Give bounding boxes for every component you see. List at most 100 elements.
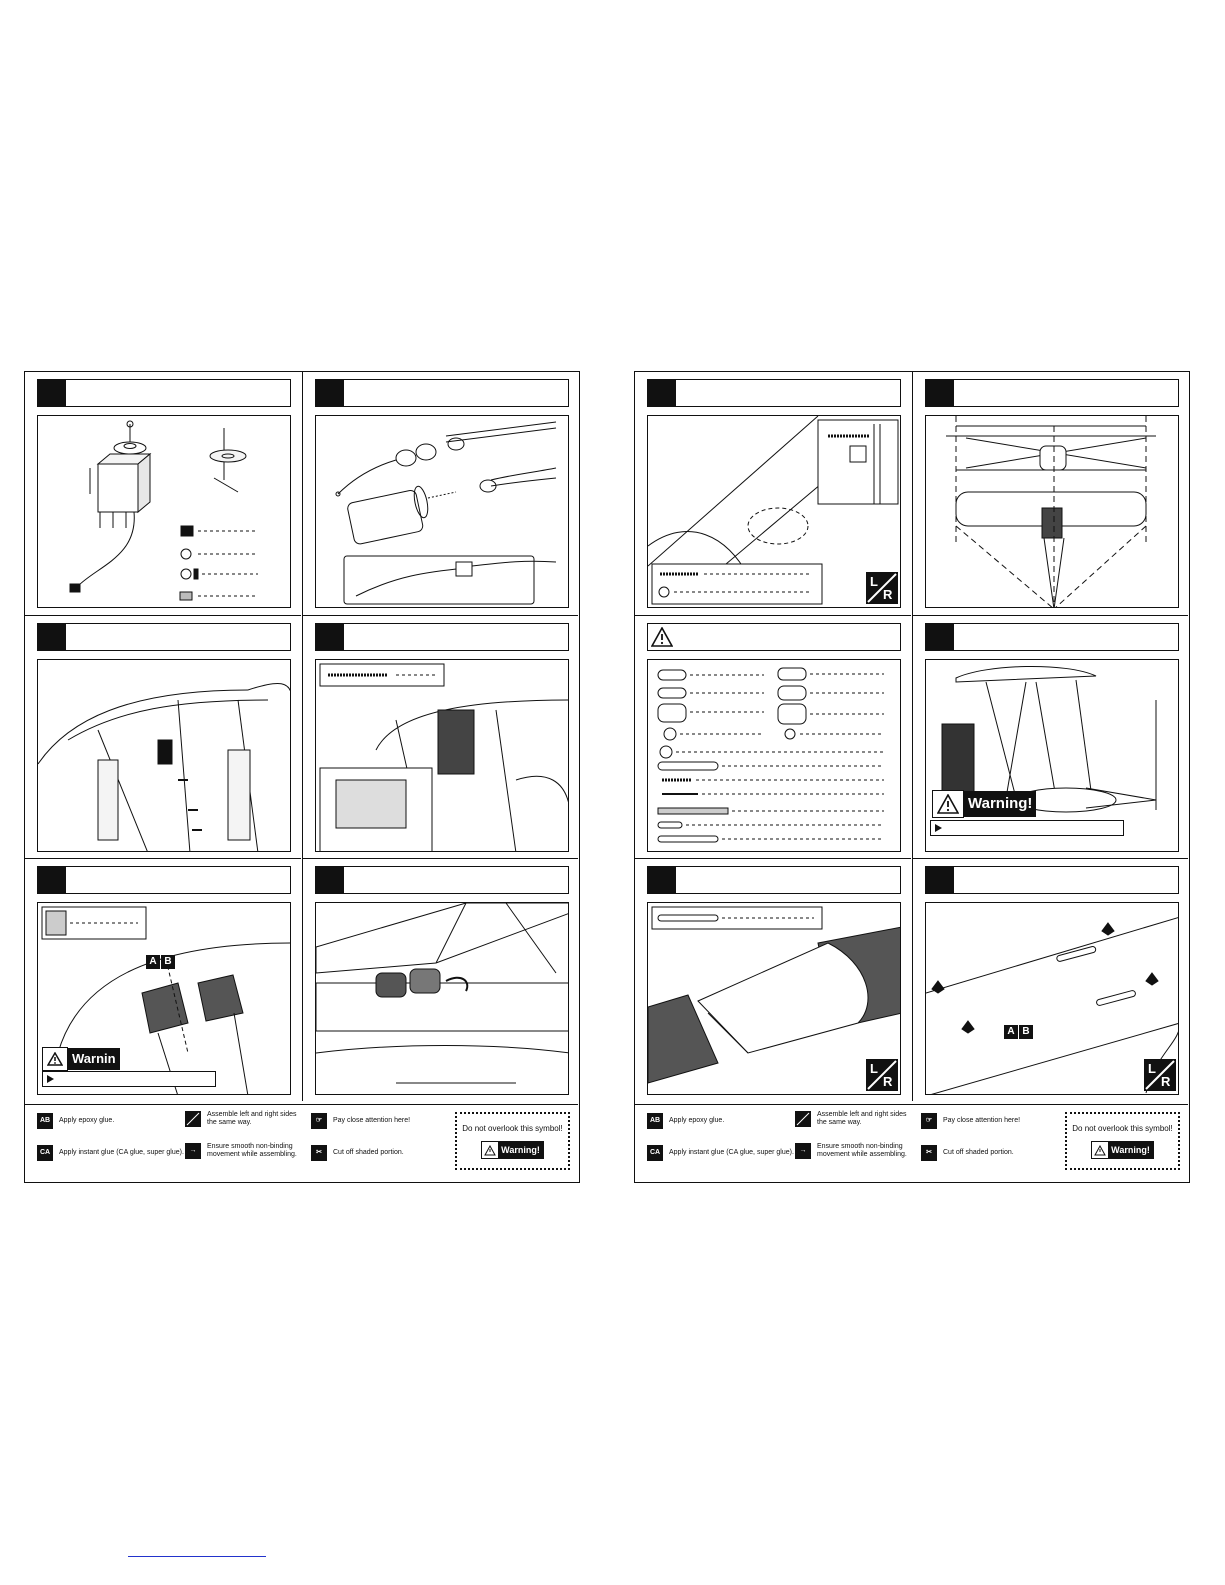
tail-linkage-figure: L R [647, 415, 901, 608]
step-wing-alignment [912, 372, 1188, 615]
step-header [315, 866, 569, 894]
epoxy-a: A [39, 1117, 45, 1124]
warning-triangle-icon [42, 1047, 68, 1071]
step-number [926, 624, 954, 650]
pointing-hand-icon: ☞ [921, 1113, 937, 1129]
right-page: L R [634, 371, 1190, 1183]
legend-attention-text: Pay close attention here! [333, 1117, 411, 1124]
lr-icon: L R [866, 1059, 898, 1091]
warning-strip: Warning! [932, 790, 1037, 818]
step-header [647, 379, 901, 407]
battery-install-figure [315, 902, 569, 1095]
lr-r: R [883, 587, 893, 602]
pointer-arrow-icon [47, 1075, 54, 1083]
legend-epoxy-text: Apply epoxy glue. [669, 1117, 725, 1124]
step-control-horn: A B Warnin [25, 858, 301, 1101]
step-number [316, 867, 344, 893]
legend-ca: CA Apply instant glue (CA glue, super gl… [647, 1145, 794, 1161]
step-aileron-hinge: L R [635, 858, 911, 1101]
glue-ab-badge: A B [1004, 1025, 1034, 1039]
warning-triangle-icon [648, 624, 676, 650]
step-number [38, 380, 66, 406]
control-horn-figure: A B Warnin [37, 902, 291, 1095]
legend-smooth: → Ensure smooth non-binding movement whi… [795, 1143, 915, 1159]
smooth-arrow-icon: → [795, 1143, 811, 1159]
overlook-text: Do not overlook this symbol! [1072, 1124, 1173, 1133]
step-motor-wiring [302, 372, 578, 615]
ca-icon: CA [647, 1145, 663, 1161]
warning-badge-label: Warning! [498, 1142, 543, 1158]
step-number [648, 380, 676, 406]
overlook-box: Do not overlook this symbol! Warning! [455, 1112, 570, 1170]
glue-a-label: A [146, 955, 160, 969]
lr-icon: L R [866, 572, 898, 604]
warning-strip: Warnin [42, 1047, 120, 1071]
step-header [647, 623, 901, 651]
lr-icon [795, 1111, 811, 1127]
step-header [647, 866, 901, 894]
step-header [37, 866, 291, 894]
glue-ab-badge: A B [146, 955, 176, 969]
step-hardware-list [635, 615, 911, 858]
legend-ca: CA Apply instant glue (CA glue, super gl… [37, 1145, 184, 1161]
warning-label: Warnin [68, 1048, 120, 1070]
legend-lr-text: Assemble left and right sides the same w… [817, 1111, 907, 1126]
lr-r: R [883, 1074, 893, 1089]
bottom-link-underline[interactable] [128, 1556, 266, 1557]
step-number [316, 624, 344, 650]
step-number [316, 380, 344, 406]
epoxy-a: A [649, 1117, 655, 1124]
legend-ca-text: Apply instant glue (CA glue, super glue)… [669, 1149, 794, 1156]
legend-epoxy-text: Apply epoxy glue. [59, 1117, 115, 1124]
legend-ca-text: Apply instant glue (CA glue, super glue)… [59, 1149, 184, 1156]
left-step-grid: A B Warnin [25, 372, 578, 1103]
legend-cut: ✂ Cut off shaded portion. [921, 1145, 1014, 1161]
step-battery-install [302, 858, 578, 1101]
legend-lr: Assemble left and right sides the same w… [185, 1111, 305, 1127]
lr-l: L [870, 574, 878, 589]
step-number [926, 867, 954, 893]
cut-icon: ✂ [311, 1145, 327, 1161]
legend-lr: Assemble left and right sides the same w… [795, 1111, 915, 1127]
overlook-text: Do not overlook this symbol! [462, 1124, 563, 1133]
hinge-gluing-figure: A B L R [925, 902, 1179, 1095]
ca-icon: CA [37, 1145, 53, 1161]
epoxy-b: B [655, 1117, 661, 1124]
warning-note [930, 820, 1124, 836]
step-hinge-gluing: A B L R [912, 858, 1188, 1101]
left-page: A B Warnin [24, 371, 580, 1183]
step-header [925, 379, 1179, 407]
legend-attention-text: Pay close attention here! [943, 1117, 1021, 1124]
step-number [38, 867, 66, 893]
step-number [648, 867, 676, 893]
overlook-box: Do not overlook this symbol! Warning! [1065, 1112, 1180, 1170]
servo-assembly-figure [37, 415, 291, 608]
aileron-hinge-figure: L R [647, 902, 901, 1095]
legend-attention: ☞ Pay close attention here! [921, 1113, 1020, 1129]
legend-smooth-text: Ensure smooth non-binding movement while… [817, 1143, 907, 1158]
motor-wiring-figure [315, 415, 569, 608]
step-number [38, 624, 66, 650]
warning-badge: Warning! [1091, 1141, 1154, 1159]
legend-cut-text: Cut off shaded portion. [943, 1149, 1014, 1156]
step-battery-tray [302, 615, 578, 858]
warning-badge: Warning! [481, 1141, 544, 1159]
step-header [925, 866, 1179, 894]
lr-icon: L R [1144, 1059, 1176, 1091]
warning-triangle-icon [1092, 1143, 1108, 1157]
step-header [37, 379, 291, 407]
lr-icon [185, 1111, 201, 1127]
hardware-list-figure [647, 659, 901, 852]
step-header [315, 379, 569, 407]
lr-r: R [1161, 1074, 1171, 1089]
legend-smooth: → Ensure smooth non-binding movement whi… [185, 1143, 305, 1159]
warning-triangle-icon [932, 790, 964, 818]
lr-l: L [1148, 1061, 1156, 1076]
step-header [315, 623, 569, 651]
warning-triangle-icon [482, 1143, 498, 1157]
